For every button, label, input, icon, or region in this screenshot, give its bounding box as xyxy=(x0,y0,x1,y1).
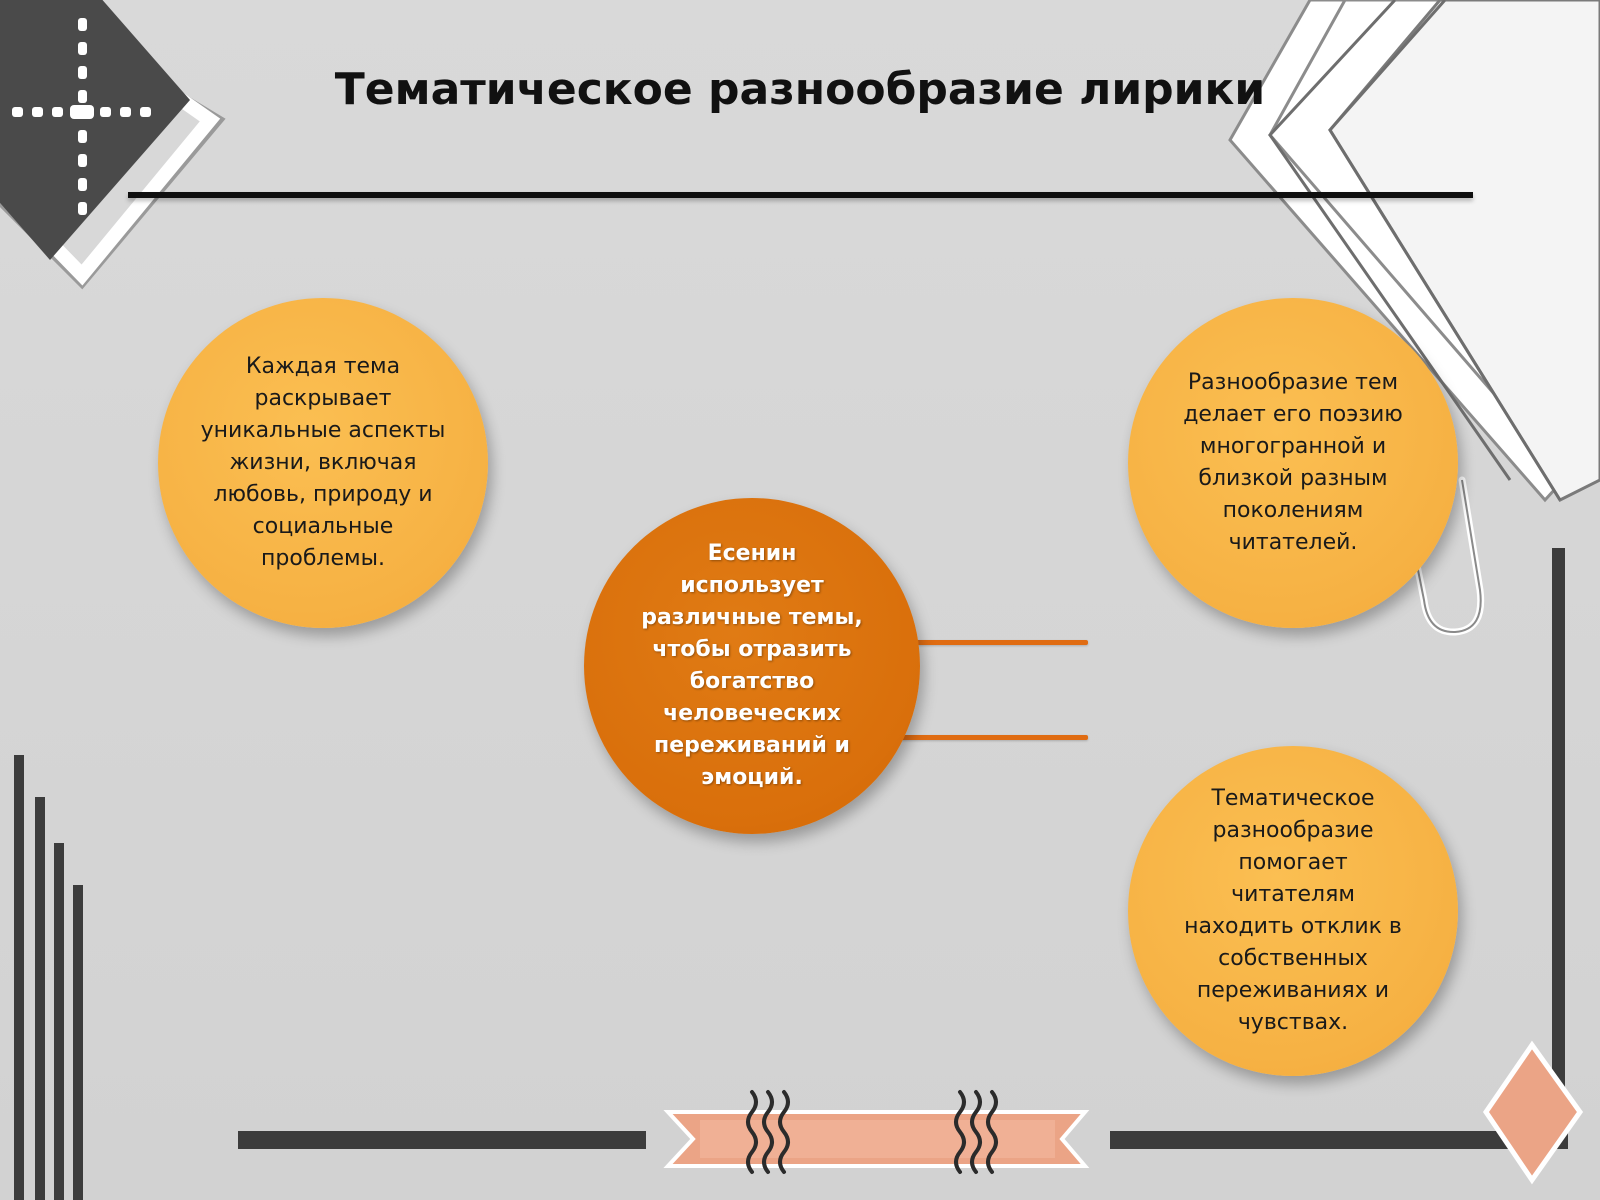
bottom-left-bar xyxy=(238,1131,646,1149)
theme-circle-top-right: Разнообразие тем делает его поэзию много… xyxy=(1128,298,1458,628)
theme-circle-left-text: Каждая тема раскрывает уникальные аспект… xyxy=(200,354,446,571)
theme-circle-bottom-right: Тематическое разнообразие помогает читат… xyxy=(1128,746,1458,1076)
theme-circle-left: Каждая тема раскрывает уникальные аспект… xyxy=(158,298,488,628)
slide-title: Тематическое разнообразие лирики xyxy=(334,64,1266,115)
bottom-right-diamond-icon xyxy=(1482,1040,1584,1185)
top-left-diamond-icon xyxy=(0,0,226,290)
ribbon-banner-icon xyxy=(663,1090,1090,1174)
theme-circle-top-right-text: Разнообразие тем делает его поэзию много… xyxy=(1183,370,1403,555)
central-circle-text: Есенин использует различные темы, чтобы … xyxy=(641,541,863,790)
connector-bottom xyxy=(880,735,1088,740)
theme-circle-bottom-right-text: Тематическое разнообразие помогает читат… xyxy=(1184,786,1402,1035)
bottom-right-bar xyxy=(1110,1131,1568,1149)
title-underline xyxy=(128,192,1473,198)
right-frame-bar xyxy=(1552,548,1565,1108)
left-vertical-bars xyxy=(14,755,83,1200)
central-circle: Есенин использует различные темы, чтобы … xyxy=(584,498,920,834)
